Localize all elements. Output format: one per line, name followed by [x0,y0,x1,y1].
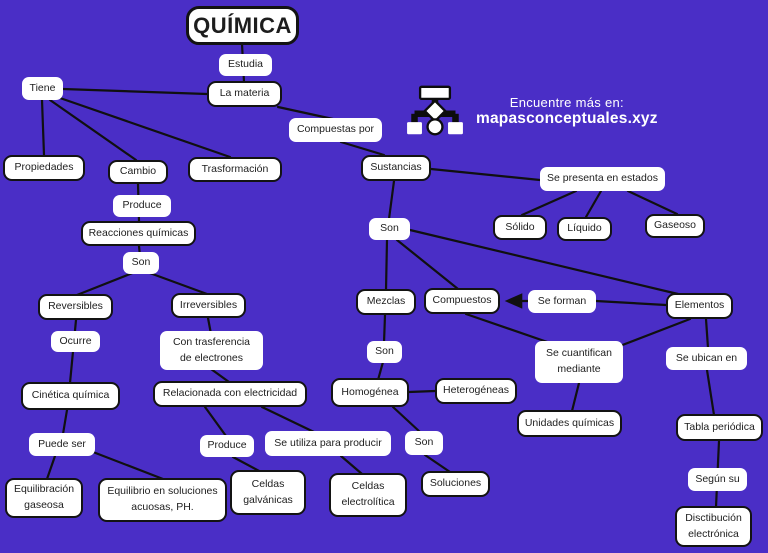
node-equilibrio: Equilibrio en soluciones acuosas, PH. [98,478,227,522]
node-quimica: QUÍMICA [186,6,299,45]
node-se-ubican: Se ubican en [666,347,747,370]
edge-son-2-mezclas [384,238,389,292]
node-homogenea: Homogénea [331,378,409,407]
node-liquido: Líquido [557,217,612,241]
node-elementos: Elementos [666,293,733,319]
node-son-3: Son [367,341,402,363]
node-reacciones: Reacciones químicas [81,221,196,246]
node-reversibles: Reversibles [38,294,113,320]
edge-se-ubican-tabla [705,368,716,417]
node-cinetica: Cinética química [21,382,120,410]
edge-compuestas-por-sustancias [339,140,386,157]
edge-homogenea-son-4 [391,405,422,434]
node-segun-su: Según su [688,468,747,491]
flowchart-icon [407,85,463,136]
node-cambio: Cambio [108,160,168,184]
node-se-forman: Se forman [528,290,596,313]
edge-mezclas-son-3 [382,313,387,345]
node-sustancias: Sustancias [361,155,431,181]
node-irreversibles: Irreversibles [171,293,246,318]
edge-puede-ser-equilibrio [91,450,165,481]
node-son-2: Son [369,218,410,240]
node-unidades: Unidades químicas [517,410,622,437]
node-gaseoso: Gaseoso [645,214,705,238]
node-ocurre: Ocurre [51,331,100,352]
edge-son-1-reversibles [75,270,137,297]
node-son-4: Son [405,431,443,455]
node-relacionada: Relacionada con electricidad [153,381,307,407]
edge-sustancias-son-2 [387,179,396,221]
node-son-1: Son [123,252,159,274]
edge-son-2-elementos [408,228,680,296]
node-compuestos: Compuestos [424,288,500,314]
edge-se-cuantifican-unidades [570,381,581,413]
edge-se-forman-elementos [594,299,668,307]
edge-relacionada-se-utiliza [260,405,316,434]
edge-cinetica-puede-ser [61,408,69,436]
node-heterogeneas: Heterogéneas [435,378,517,404]
node-produce-2: Produce [200,435,254,457]
edge-se-presenta-liquido [584,189,603,219]
edge-la-materia-tiene [61,87,209,96]
node-distribucion: Disctibución electrónica [675,506,752,547]
edge-son-2-compuestos [395,238,460,291]
node-produce-1: Produce [113,195,171,217]
node-soluciones: Soluciones [421,471,490,497]
node-se-utiliza: Se utiliza para producir [265,431,391,456]
node-compuestas-por: Compuestas por [289,118,382,142]
edge-relacionada-produce-2 [203,405,228,438]
edge-son-1-irreversibles [145,270,209,296]
node-propiedades: Propiedades [3,155,85,181]
edge-con-trasferencia-relacionada [209,367,231,384]
brand-domain: mapasconceptuales.xyz [476,109,658,127]
edge-puede-ser-equilibracion [45,454,57,481]
edge-tiene-trasformacion [58,96,232,159]
edge-sustancias-se-presenta [429,167,542,182]
edge-tiene-cambio [48,98,138,162]
edge-son-4-soluciones [423,453,452,474]
edge-elementos-se-cuantifican [610,317,692,351]
brand-tagline: Encuentre más en: [509,94,624,110]
edge-compuestos-se-cuantifican [464,312,558,347]
node-la-materia: La materia [207,81,282,107]
node-tabla: Tabla periódica [676,414,763,441]
edge-se-presenta-gaseoso [626,189,679,216]
brand-text: Encuentre más en: mapasconceptuales.xyz [476,95,658,128]
edge-se-presenta-solido [520,189,578,217]
node-solido: Sólido [493,215,547,240]
node-se-cuantifican: Se cuantifican mediante [535,341,623,383]
node-estudia: Estudia [219,54,272,76]
node-celdas-electrolitica: Celdas electrolítica [329,473,407,517]
node-mezclas: Mezclas [356,289,416,315]
node-puede-ser: Puede ser [29,433,95,456]
edge-son-3-homogenea [376,360,385,382]
edge-se-utiliza-celdas-electrolitica [339,454,364,476]
node-tiene: Tiene [22,77,63,100]
node-se-presenta: Se presenta en estados [540,167,665,191]
node-equilibracion: Equilibración gaseosa [5,478,83,518]
edge-produce-2-celdas-galvanicas [231,455,263,474]
edge-elementos-se-ubican [704,317,710,350]
node-trasformacion: Trasformación [188,157,282,182]
edge-homogenea-heterogeneas [407,389,437,394]
edge-tiene-propiedades [40,98,46,157]
node-con-trasferencia: Con trasferencia de electrones [160,331,263,370]
brand-block: Encuentre más en: mapasconceptuales.xyz [404,84,658,138]
node-celdas-galvanicas: Celdas galvánicas [230,470,306,515]
edge-la-materia-compuestas-por [276,105,335,121]
